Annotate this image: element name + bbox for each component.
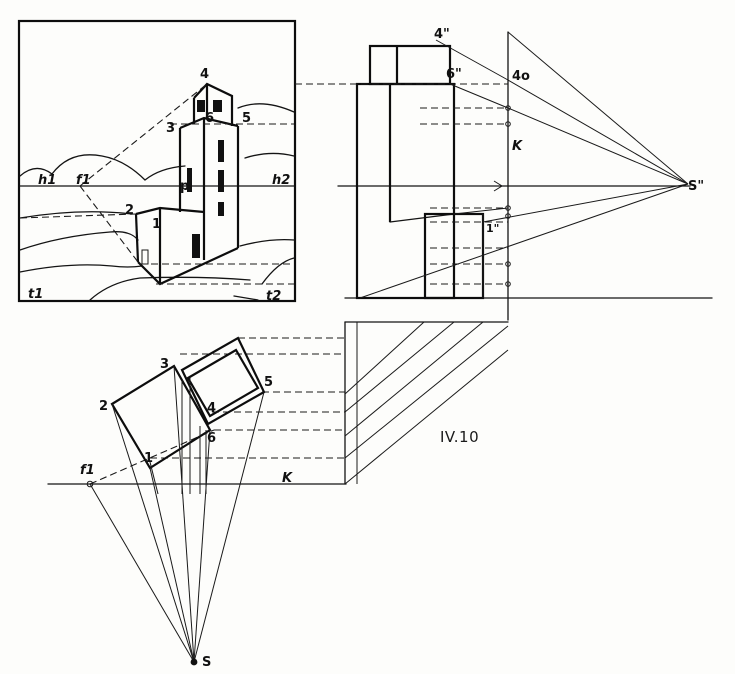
inset-label-t1: t1 [28,287,43,302]
lower-door [141,249,149,265]
top-window-right [213,100,222,112]
diag-2 [344,321,455,413]
pp-point-3 [505,205,511,211]
inset-label-5: 5 [242,111,251,126]
station-point [190,658,198,666]
plan-point-f1 [86,480,94,488]
elev-label-s: S" [688,179,704,194]
rock-top [239,238,295,247]
inset-label-h2: h2 [272,173,290,188]
pp-point-2 [505,121,511,127]
lower-block-left [134,213,140,263]
diag-4 [344,325,509,459]
ray-ground [359,183,689,299]
plan-top-room [186,348,260,418]
elevation-tower-step [389,213,455,223]
inset-label-2: 2 [125,203,134,218]
pp-point-6 [505,281,511,287]
plan-dash-7 [89,429,215,485]
ray-top-frame [507,31,689,185]
hills-left [19,154,186,181]
diag-3 [344,321,484,437]
inset-label-h1: h1 [38,173,56,188]
plan-label-3: 3 [160,357,169,372]
tower-window-right-2 [218,170,224,192]
rock-base [233,295,259,301]
elevation-top-room [368,44,452,86]
ray-6pp [449,83,689,185]
plan-label-5: 5 [264,375,273,390]
elev-label-4pp: 4" [434,27,450,42]
inset-construction-2 [79,185,139,263]
inset-construction-3 [19,213,137,219]
ground-curve-1 [19,231,139,251]
lower-window [192,234,200,258]
inset-label-t2: t2 [266,289,281,304]
lower-block-top [135,206,205,216]
inset-label-6: 6 [205,111,214,126]
pp-point-1 [505,105,511,111]
plan-label-1: 1 [144,451,153,466]
transfer-diagonals [344,321,509,485]
diag-5 [344,349,509,485]
top-room-outline [193,82,234,126]
distant-hill [237,103,295,113]
inset-label-p: p [180,179,189,194]
ray-step [453,207,509,215]
tower-window-left [187,168,192,192]
ray-f1 [89,483,195,663]
shore-line-1 [19,211,133,219]
ray-4pp [435,39,689,185]
plan-label-6: 6 [207,431,216,446]
top-window-left [197,100,205,112]
ray-1 [149,467,195,663]
tower-window-right-1 [218,140,224,162]
picture-frame [17,19,297,303]
horizon-arrowhead [493,180,503,192]
inset-label-3: 3 [166,121,175,136]
inset-construction-1 [79,83,208,187]
rock-edge [261,257,295,285]
elev-label-k: K [512,139,523,154]
picture-plane-points [505,105,511,287]
pp-point-5 [505,261,511,267]
figure-label: IV.10 [440,428,479,446]
tower-window-right-3 [218,202,224,216]
plan-label-f1: f1 [80,463,95,478]
ray-3 [173,365,195,663]
elevation-view: 4" 6" 4o K S" 1" [295,27,713,321]
hill-right [244,152,295,159]
plan-tower-block [180,336,266,426]
ray-2 [111,403,195,663]
inset-label-1: 1 [152,217,161,232]
elev-label-6pp: 6" [446,67,462,82]
plan-label-2: 2 [99,399,108,414]
inset-label-4: 4 [200,67,209,82]
visual-rays [89,365,265,663]
plan-label-s: S [202,655,211,670]
ray-6 [193,429,211,663]
ray-5 [193,391,265,663]
ground-curve-3 [89,276,251,301]
plan-label-k: K [282,471,293,486]
ground-curve-2 [19,264,143,273]
tower-top [179,116,239,130]
plan-view: 3 2 5 4 6 1 f1 K S [47,321,509,670]
pp-point-4 [505,213,511,219]
inset-label-f1: f1 [76,173,91,188]
plan-label-4: 4 [207,401,216,416]
elev-label-4o: 4o [512,69,530,84]
tick-5 [149,461,159,495]
elev-label-1pp: 1" [486,222,499,235]
diag-1 [344,321,425,395]
elevation-tower-outline [355,82,456,300]
ray-1pp [482,183,689,223]
perspective-picture-inset: 4 3 6 5 2 1 p h1 f1 h2 t1 t2 [17,19,297,304]
